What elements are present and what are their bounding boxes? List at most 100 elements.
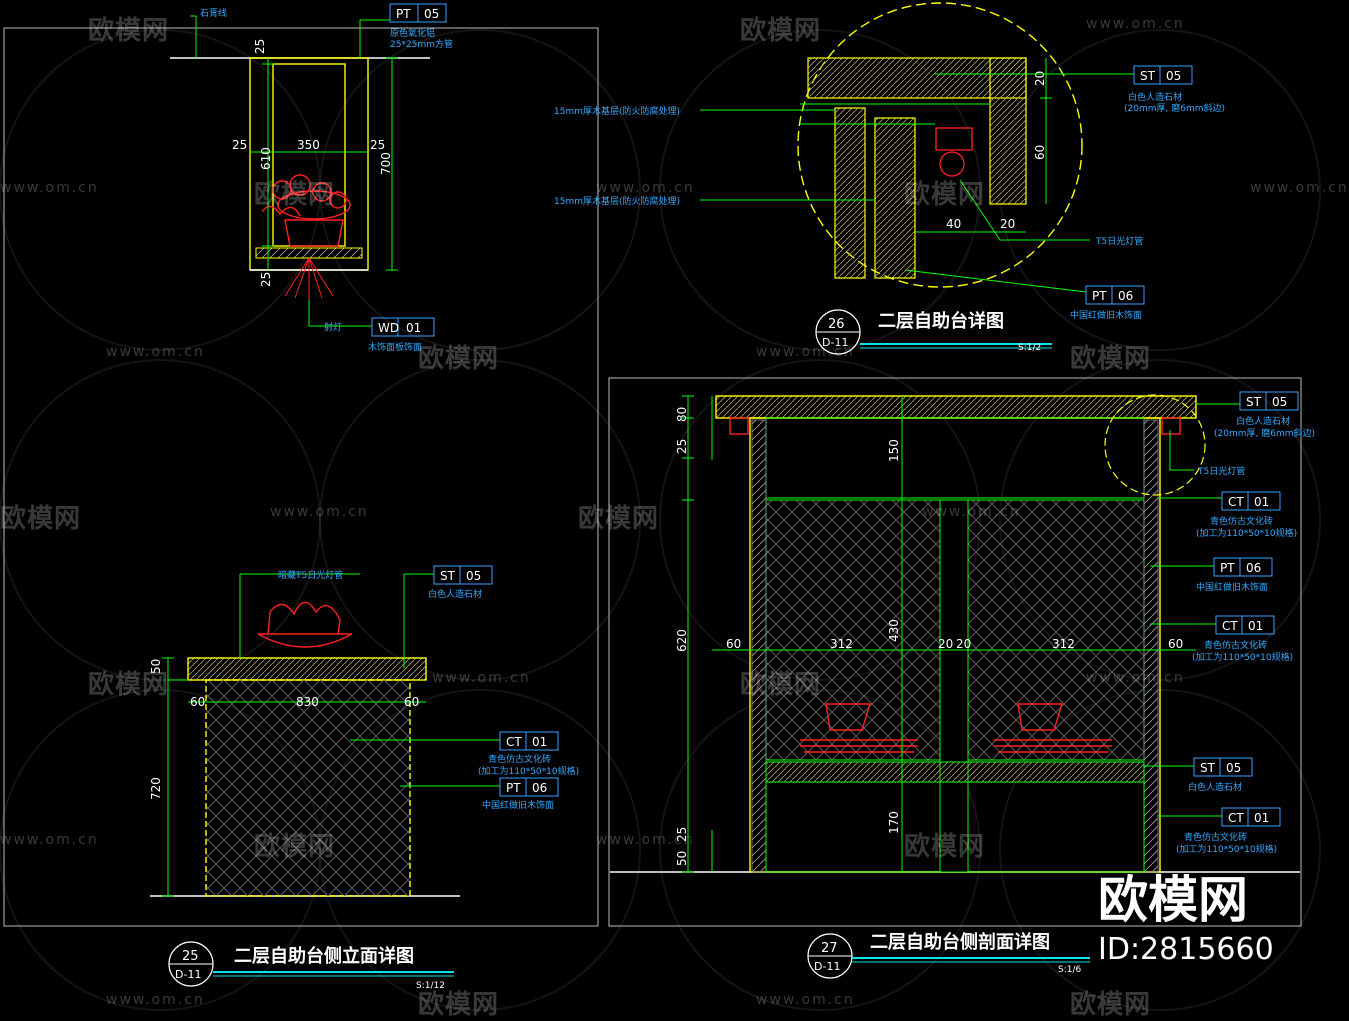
- d26-lamp: T5日光灯管: [1095, 235, 1143, 247]
- s27-c3-code: PT: [1220, 561, 1235, 575]
- elevation-25: 720 50 60 830 60 暗藏T5日光灯管 ST 05 白色人造石材 C…: [149, 565, 579, 991]
- view26-sheet: D-11: [822, 336, 848, 349]
- d26-pt-num: 06: [1118, 289, 1133, 303]
- dim-350: 350: [297, 138, 320, 152]
- view26-title: 二层自助台详图: [878, 310, 1004, 332]
- view27-number: 27: [821, 941, 838, 956]
- s27-dim-25: 25: [675, 439, 689, 454]
- s27-c3-num: 06: [1246, 561, 1261, 575]
- e25-lamp: 暗藏T5日光灯管: [278, 569, 343, 581]
- s27-c6-code: CT: [1228, 811, 1244, 825]
- e25-ct-desc2: (加工为110*50*10规格): [478, 765, 579, 777]
- s27-c0-desc1: 白色人造石材: [1236, 415, 1290, 427]
- view25-title: 二层自助台侧立面详图: [234, 945, 414, 967]
- lamp-label: 射灯: [324, 321, 342, 333]
- dim-25-right: 25: [370, 138, 385, 152]
- view26-number: 26: [828, 317, 845, 332]
- s27-c0-code: ST: [1246, 395, 1262, 409]
- s27-c5-code: ST: [1200, 761, 1216, 775]
- s27-dim-312a: 312: [830, 637, 853, 651]
- s27-dim-25b: 25: [675, 827, 689, 842]
- s27-c4-code: CT: [1222, 619, 1238, 633]
- d26-dim-20b: 20: [1000, 217, 1015, 231]
- detail-26: 20 60 40 20 15mm厚木基层(防火防腐处理) 15mm厚木基层(防火…: [554, 2, 1225, 355]
- fruit-basket-drawing: [261, 174, 351, 247]
- d26-st-desc2: (20mm厚, 磨6mm斜边): [1124, 102, 1225, 114]
- brand-id: ID:2815660: [1098, 932, 1274, 967]
- view27-sheet: D-11: [814, 960, 840, 973]
- s27-c6-num: 01: [1254, 811, 1269, 825]
- s27-c4-num: 01: [1248, 619, 1263, 633]
- s27-dim-20a: 20: [938, 637, 953, 651]
- s27-c2-desc2: (加工为110*50*10规格): [1196, 527, 1297, 539]
- title-block-27: 27 D-11 二层自助台侧剖面详图 S:1/6: [807, 931, 1090, 979]
- dim-25-left: 25: [232, 138, 247, 152]
- d26-pt-code: PT: [1092, 289, 1107, 303]
- pt05-num: 05: [424, 7, 439, 21]
- e25-dim-60a: 60: [190, 695, 205, 709]
- s27-dim-50: 50: [675, 851, 689, 866]
- e25-pt-desc: 中国红做旧木饰面: [482, 799, 554, 811]
- s27-c3-desc1: 中国红做旧木饰面: [1196, 581, 1268, 593]
- view27-title: 二层自助台侧剖面详图: [870, 931, 1050, 953]
- d26-dim-60: 60: [1033, 145, 1047, 160]
- s27-dim-170: 170: [887, 811, 901, 834]
- s27-c1-desc1: T5日光灯管: [1197, 465, 1245, 477]
- s27-c0-desc2: (20mm厚, 磨6mm斜边): [1214, 427, 1315, 439]
- pt05-desc2: 25*25mm方管: [390, 38, 453, 50]
- section-27: 80 25 150 620 430 60 312 20 20 312 60 17…: [610, 391, 1315, 979]
- e25-st-code: ST: [440, 569, 456, 583]
- e25-dim-720: 720: [149, 777, 163, 800]
- s27-dim-80: 80: [675, 407, 689, 422]
- dim-25-top: 25: [253, 39, 267, 54]
- view25-number: 25: [182, 949, 199, 964]
- d26-dim-20: 20: [1033, 71, 1047, 86]
- wd01-desc: 木饰面板饰面: [368, 341, 422, 353]
- d26-st-desc1: 白色人造石材: [1128, 91, 1182, 103]
- s27-dim-312b: 312: [1052, 637, 1075, 651]
- s27-dim-60a: 60: [726, 637, 741, 651]
- e25-st-desc: 白色人造石材: [428, 588, 482, 600]
- d26-layer1: 15mm厚木基层(防火防腐处理): [554, 105, 680, 117]
- d26-layer2: 15mm厚木基层(防火防腐处理): [554, 195, 680, 207]
- view25-sheet: D-11: [175, 968, 201, 981]
- e25-dim-60b: 60: [404, 695, 419, 709]
- top-elevation: 25 610 700 350 25 25 25 石膏线 PT 05 原色氧化铝 …: [170, 3, 453, 353]
- view26-scale: S:1/2: [1018, 343, 1041, 353]
- s27-dim-20b: 20: [956, 637, 971, 651]
- brand-watermark: 欧模网 ID:2815660: [1098, 870, 1274, 968]
- view25-scale: S:1/12: [416, 981, 445, 991]
- cad-drawing-canvas: 25 610 700 350 25 25 25 石膏线 PT 05 原色氧化铝 …: [0, 2, 1321, 1011]
- dim-25-bottom: 25: [259, 272, 273, 287]
- s27-c0-num: 05: [1272, 395, 1287, 409]
- e25-dim-50: 50: [149, 659, 163, 674]
- view27-scale: S:1/6: [1058, 965, 1082, 975]
- s27-c6-desc1: 青色仿古文化砖: [1184, 831, 1247, 843]
- brand-logo-text: 欧模网: [1098, 871, 1248, 929]
- e25-ct-num: 01: [532, 735, 547, 749]
- s27-dim-150: 150: [887, 439, 901, 462]
- s27-c5-desc1: 白色人造石材: [1188, 781, 1242, 793]
- d26-st-num: 05: [1166, 69, 1181, 83]
- s27-c5-num: 05: [1226, 761, 1241, 775]
- s27-c4-desc1: 青色仿古文化砖: [1204, 639, 1267, 651]
- s27-c2-code: CT: [1228, 495, 1244, 509]
- s27-dim-620: 620: [675, 629, 689, 652]
- s27-c4-desc2: (加工为110*50*10规格): [1192, 651, 1293, 663]
- s27-c2-num: 01: [1254, 495, 1269, 509]
- wd01-num: 01: [406, 321, 421, 335]
- sheet-frames: [3, 27, 1302, 927]
- d26-pt-desc: 中国红做旧木饰面: [1070, 309, 1142, 321]
- s27-c6-desc2: (加工为110*50*10规格): [1176, 843, 1277, 855]
- s27-dim-60b: 60: [1168, 637, 1183, 651]
- s27-c2-desc1: 青色仿古文化砖: [1210, 515, 1273, 527]
- e25-pt-num: 06: [532, 781, 547, 795]
- title-block-26: 26 D-11 二层自助台详图 S:1/2: [815, 309, 1052, 355]
- e25-ct-code: CT: [506, 735, 522, 749]
- title-block-25: 25 D-11 二层自助台侧立面详图 S:1/12: [168, 941, 454, 991]
- pt05-desc1: 原色氧化铝: [390, 27, 435, 39]
- wd01-code: WD: [378, 321, 399, 335]
- e25-dim-830: 830: [296, 695, 319, 709]
- s27-dim-430: 430: [887, 619, 901, 642]
- dim-700: 700: [379, 152, 393, 175]
